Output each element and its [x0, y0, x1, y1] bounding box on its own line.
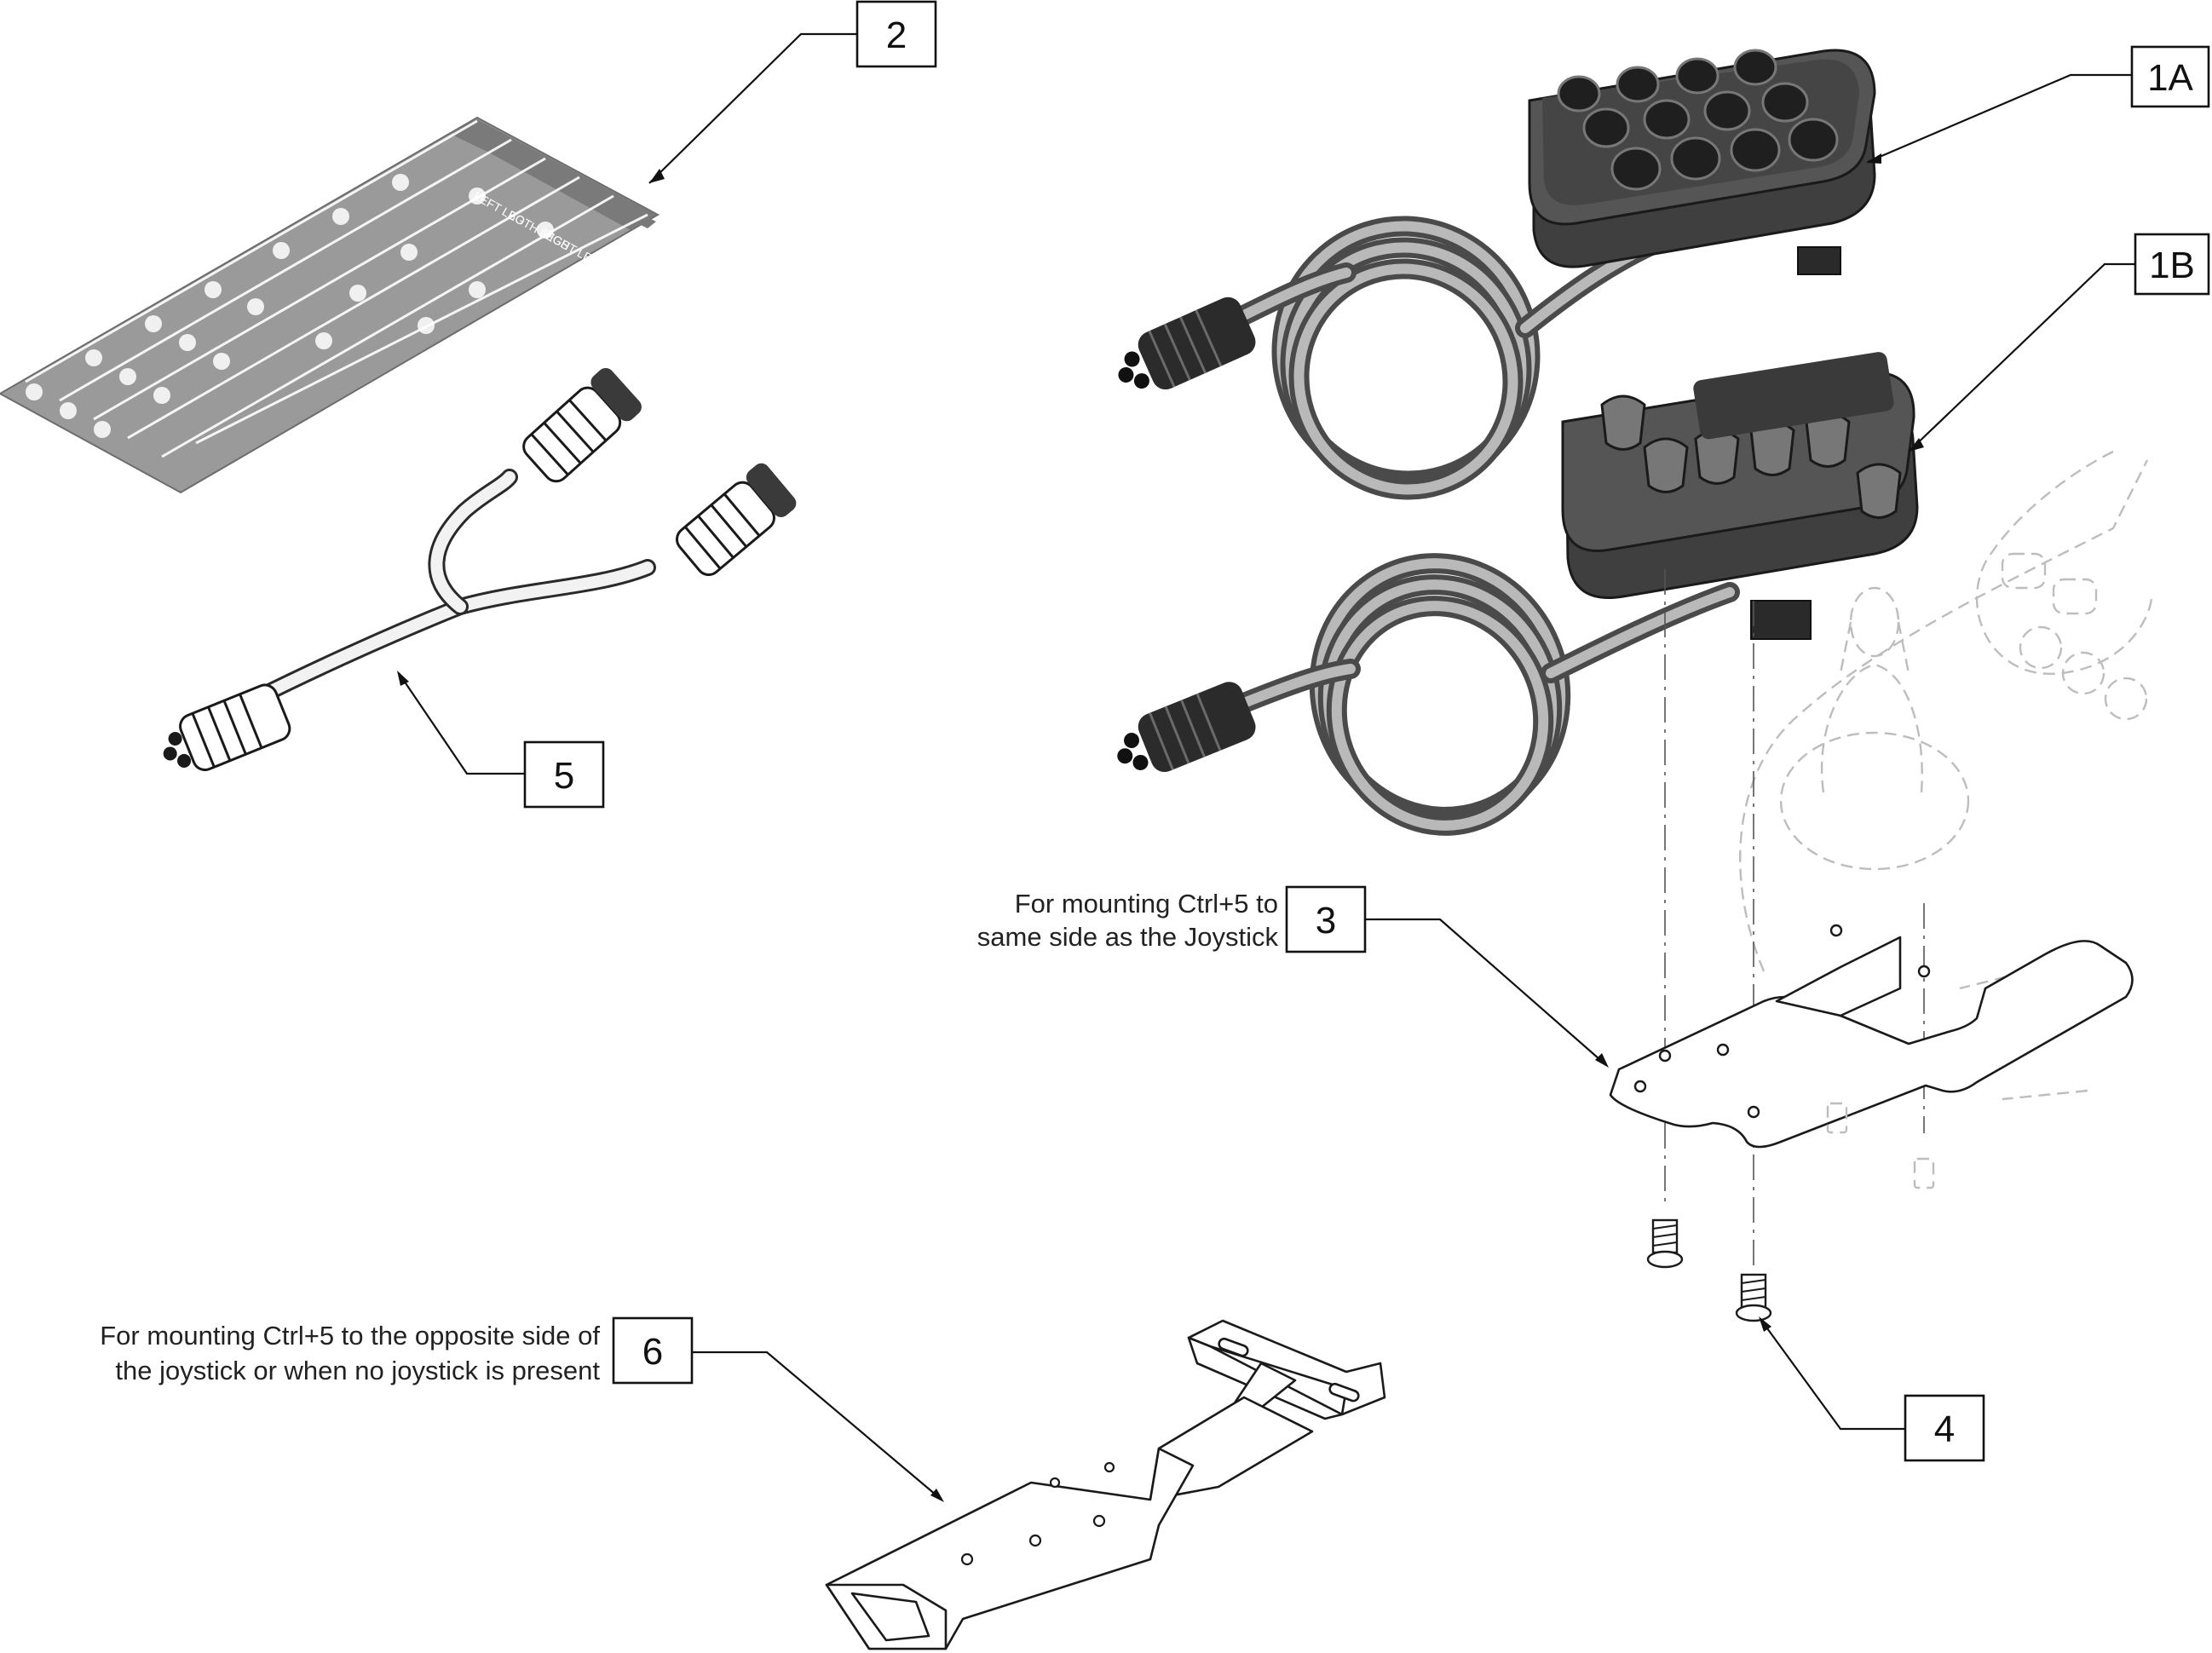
y-splitter-cable: [163, 367, 797, 772]
callout-5-label: 5: [554, 755, 574, 797]
callout-3-label: 3: [1316, 900, 1336, 942]
leader-lines: [397, 32, 2168, 1502]
callout-3: 3: [1285, 885, 1367, 953]
callout-1b-label: 1B: [2149, 245, 2195, 286]
note-3-line-1: For mounting Ctrl+5 to: [1015, 889, 1278, 919]
callout-4: 4: [1904, 1394, 1985, 1462]
ctrl5-module-1b: [1117, 352, 1919, 836]
mounting-bracket-same-side: [1609, 924, 2134, 1189]
note-3-line-2: same side as the Joystick: [977, 922, 1279, 952]
mounting-center-lines: [1664, 569, 1925, 1270]
callout-6: 6: [612, 1316, 694, 1385]
callout-4-label: 4: [1934, 1408, 1955, 1450]
mounting-screws: [1646, 1218, 1772, 1322]
callout-1a: 1A: [2130, 45, 2210, 108]
callout-2: 2: [855, 0, 937, 68]
callout-6-label: 6: [642, 1331, 663, 1373]
mounting-bracket-opposite-side: [825, 1319, 1386, 1650]
callout-5: 5: [523, 740, 605, 809]
note-6-line-2: the joystick or when no joystick is pres…: [115, 1356, 600, 1385]
callout-1a-label: 1A: [2147, 57, 2193, 99]
callout-1b: 1B: [2134, 233, 2210, 296]
label-sheet: LEFT LEG BOTH LEGS RIGHT LEG: [0, 116, 660, 494]
note-6-line-1: For mounting Ctrl+5 to the opposite side…: [100, 1321, 600, 1351]
ctrl5-module-1a: [1118, 49, 1876, 500]
callout-2-label: 2: [886, 14, 907, 56]
